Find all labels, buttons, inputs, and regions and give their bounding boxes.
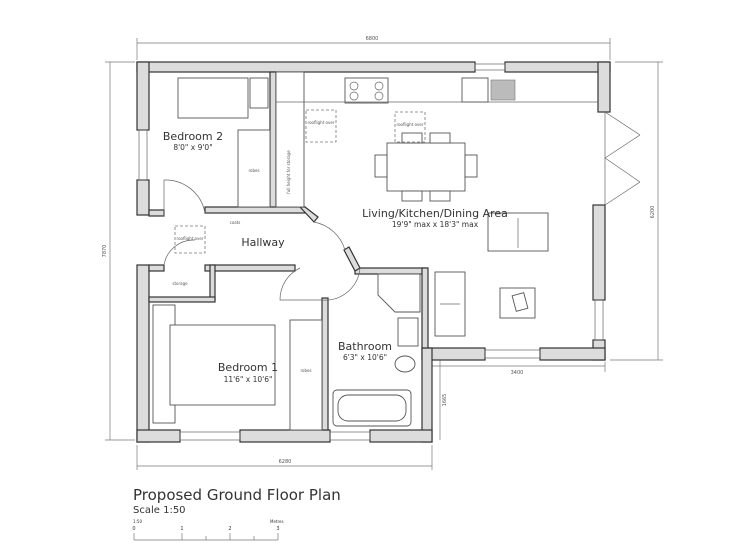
bed-bedroom1 bbox=[169, 324, 276, 406]
scale-bar bbox=[133, 533, 279, 541]
furniture bbox=[152, 71, 598, 431]
storage-cupboard bbox=[275, 71, 305, 208]
windows bbox=[138, 63, 604, 441]
rooflight-note-2: rooflight over bbox=[397, 122, 424, 127]
door-swings bbox=[163, 179, 361, 301]
rooflight-3 bbox=[174, 225, 206, 254]
room-bedroom2-size: 8'0" x 9'0" bbox=[173, 143, 212, 152]
room-bathroom-size: 6'3" x 10'6" bbox=[343, 353, 387, 362]
bed-bedroom2 bbox=[177, 77, 249, 119]
robes-note-2: robes bbox=[300, 368, 311, 373]
scale-bar-ratio: 1:50 bbox=[133, 519, 142, 524]
dining-table bbox=[386, 142, 466, 192]
scale-tick-0: 0 bbox=[132, 526, 135, 532]
room-bedroom1-size: 11'6" x 10'6" bbox=[224, 375, 273, 384]
plan-title: Proposed Ground Floor Plan bbox=[133, 486, 341, 504]
dim-left: 7870 bbox=[102, 245, 108, 258]
interior-walls bbox=[148, 71, 429, 431]
dim-step-v: 1665 bbox=[442, 394, 448, 407]
outer-walls bbox=[136, 61, 611, 443]
sink bbox=[461, 77, 489, 103]
shower bbox=[377, 273, 421, 313]
storage-full-note: full height for storage bbox=[286, 150, 291, 194]
french-doors bbox=[604, 111, 641, 206]
room-living-size: 19'9" max x 18'3" max bbox=[392, 220, 479, 229]
rooflight-2 bbox=[394, 111, 426, 143]
robes-bedroom2 bbox=[237, 129, 271, 208]
rooflight-note-3: rooflight over bbox=[177, 236, 204, 241]
scale-tick-3: 3 bbox=[276, 526, 279, 532]
scale-tick-1: 1 bbox=[180, 526, 183, 532]
robes-bedroom1 bbox=[289, 319, 323, 431]
coats-note: coats bbox=[230, 220, 241, 225]
toilet bbox=[394, 355, 416, 373]
dim-bottom: 6280 bbox=[279, 459, 292, 465]
rooflight-1 bbox=[305, 109, 337, 143]
scale-tick-2: 2 bbox=[228, 526, 231, 532]
room-hallway-name: Hallway bbox=[241, 236, 285, 249]
robes-note-1: robes bbox=[248, 168, 259, 173]
basin bbox=[397, 317, 419, 347]
storage-note: storage bbox=[172, 281, 188, 286]
room-bedroom1-name: Bedroom 1 bbox=[218, 361, 278, 374]
dim-right: 6200 bbox=[650, 206, 656, 219]
scale-bar-unit: Metres bbox=[270, 519, 284, 524]
plan-scale: Scale 1:50 bbox=[133, 505, 186, 516]
dim-step-h: 3400 bbox=[511, 370, 524, 376]
room-bedroom2-name: Bedroom 2 bbox=[163, 130, 223, 143]
rooflight-note-1: rooflight over bbox=[308, 120, 335, 125]
room-living-name: Living/Kitchen/Dining Area bbox=[362, 207, 508, 220]
dimension-lines bbox=[105, 38, 663, 470]
dim-top: 6800 bbox=[366, 36, 379, 42]
room-bathroom-name: Bathroom bbox=[338, 340, 392, 353]
